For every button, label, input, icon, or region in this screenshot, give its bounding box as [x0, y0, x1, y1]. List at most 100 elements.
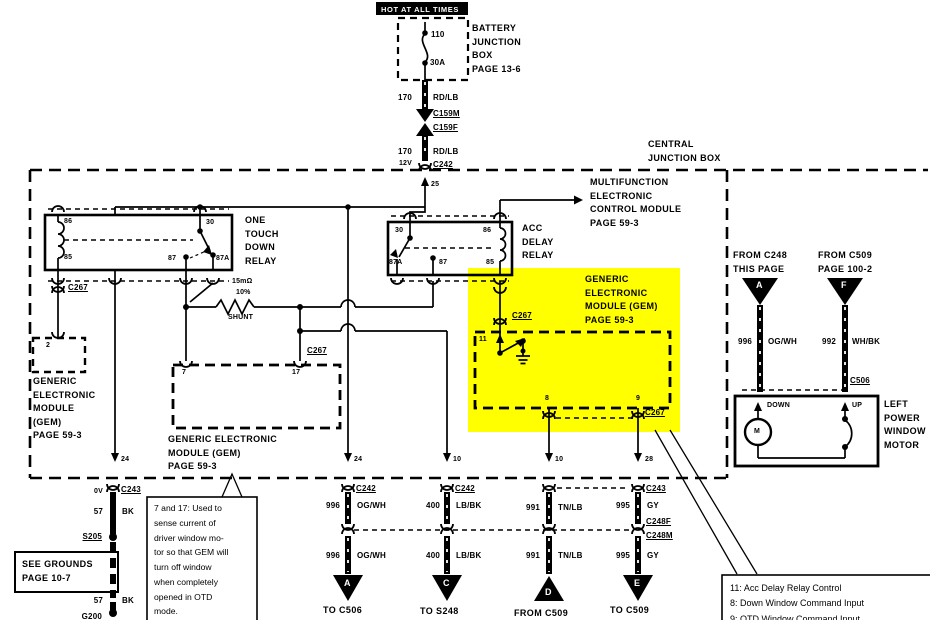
wire-170b-circuit: 170: [398, 147, 412, 156]
wire-996-color-right: OG/WH: [768, 337, 797, 346]
exit-pin-10a: 10: [453, 456, 462, 463]
col-a-conn: C242: [356, 484, 376, 493]
gem-pin-9: 9: [636, 395, 641, 402]
col-e-circuit2: 995: [616, 551, 630, 560]
acc-pin-30: 30: [395, 227, 404, 234]
hot-tag-label: HOT AT ALL TIMES: [381, 5, 459, 14]
col-c-color2: LB/BK: [456, 551, 482, 560]
triangle-e-dest: [623, 575, 653, 601]
see-grounds-box: [14, 551, 119, 593]
conn-c159m: C159M: [433, 109, 460, 118]
col-a-triangle-letter: A: [344, 578, 351, 588]
col-e-color2: GY: [647, 551, 659, 560]
arrowheads: [111, 177, 849, 462]
col-a-circuit2: 996: [326, 551, 340, 560]
otd-pin-85: 85: [64, 254, 73, 261]
wire-57-circuit: 57: [93, 507, 103, 516]
acc-pin-87a: 87A: [389, 259, 403, 266]
gem-main-inner-box: [473, 330, 672, 410]
gem-left-box: [31, 336, 87, 374]
conn-c267-left: C267: [68, 283, 88, 292]
gem-pin-11: 11: [479, 336, 487, 343]
exit-pin-10b: 10: [555, 456, 564, 463]
pin-25: 25: [431, 181, 440, 188]
wire-170-color: RD/LB: [433, 93, 459, 102]
voltage-0v: 0V: [94, 488, 103, 495]
central-junction-box-label: CENTRAL JUNCTION BOX: [648, 139, 721, 163]
c159-connector-symbol: [416, 109, 434, 136]
motor-m: M: [754, 428, 761, 435]
col-d-circuit: 991: [526, 503, 540, 512]
gem-mid-label: GENERIC ELECTRONIC MODULE (GEM) PAGE 59-…: [168, 434, 278, 471]
window-motor-label: LEFT POWER WINDOW MOTOR: [884, 399, 926, 450]
col-d-color2: TN/LB: [558, 551, 583, 560]
triangle-a-source: [742, 278, 778, 305]
col-a-color2: OG/WH: [357, 551, 386, 560]
col-e-conn-f: C248F: [646, 517, 672, 526]
wire-996-circuit-right: 996: [738, 337, 752, 346]
conn-c243-left: C243: [121, 485, 141, 494]
central-junction-box-border: [28, 168, 928, 480]
conn-c242-top: C242: [433, 160, 453, 169]
col-c-circuit2: 400: [426, 551, 440, 560]
wire-992-color: WH/BK: [852, 337, 881, 346]
col-d-triangle-letter: D: [545, 587, 552, 597]
gem-pin-8: 8: [545, 395, 550, 402]
net-triangles: [333, 278, 863, 601]
splice-s205: S205: [82, 532, 102, 541]
solid-boxes: [14, 213, 930, 620]
wire-992-circuit: 992: [822, 337, 836, 346]
fuse-rating: 30A: [430, 58, 446, 67]
triangle-d-source: [534, 576, 564, 601]
acc-pin-86: 86: [483, 227, 492, 234]
col-d-circuit2: 991: [526, 551, 540, 560]
note-sense-text: 7 and 17: Used to sense current of drive…: [154, 503, 229, 617]
triangle-f-letter: F: [841, 280, 847, 290]
col-c-conn: C242: [455, 484, 475, 493]
motor-up-label: UP: [852, 402, 863, 409]
otd-pin-87: 87: [168, 255, 177, 262]
conn-c159f: C159F: [433, 123, 459, 132]
wire-170-circuit: 170: [398, 93, 412, 102]
acc-pin-85: 85: [486, 259, 495, 266]
wire-57b-circuit: 57: [93, 596, 103, 605]
shunt-name: SHUNT: [228, 314, 254, 321]
exit-pin-24-left: 24: [121, 456, 130, 463]
col-e-dest: TO C509: [610, 605, 650, 615]
col-a-circuit: 996: [326, 501, 340, 510]
motor-symbol: [743, 417, 773, 447]
col-e-color: GY: [647, 501, 659, 510]
note-pins-box: [721, 574, 930, 620]
gem-highlight-box: [468, 268, 680, 432]
otd-pin-87a: 87A: [216, 255, 230, 262]
col-a-color: OG/WH: [357, 501, 386, 510]
acc-delay-relay-box: [386, 220, 514, 277]
col-c-dest: TO S248: [420, 606, 459, 616]
relay-contact-dashes: [189, 250, 207, 259]
note-sense-box: [146, 496, 258, 620]
from-c248-label: FROM C248 THIS PAGE: [733, 250, 788, 274]
motor-down-label: DOWN: [767, 402, 790, 409]
one-touch-relay-box: [43, 213, 234, 272]
acc-pin-87: 87: [439, 259, 448, 266]
col-c-circuit: 400: [426, 501, 440, 510]
exit-pin-28: 28: [645, 456, 654, 463]
cable-white-ticks: [347, 82, 846, 572]
socket-dashed-lines: [48, 208, 845, 531]
col-e-conn: C243: [646, 484, 666, 493]
one-touch-relay-label: ONE TOUCH DOWN RELAY: [245, 215, 279, 266]
col-c-color: LB/BK: [456, 501, 482, 510]
otd-pin-86: 86: [64, 218, 73, 225]
wire-57b-color: BK: [122, 596, 134, 605]
leader-lines: [221, 429, 758, 575]
conn-c267-gem-top: C267: [512, 311, 532, 320]
col-e-circuit: 995: [616, 501, 630, 510]
note-pins-text: 11: Acc Delay Relay Control 8: Down Wind…: [730, 583, 865, 620]
gem-mid-pin-7: 7: [182, 369, 187, 376]
col-a-dest: TO C506: [323, 605, 363, 615]
battery-box-label: BATTERY JUNCTION BOX PAGE 13-6: [472, 23, 522, 74]
gem-mid-box: [171, 363, 342, 430]
conn-c506: C506: [850, 376, 870, 385]
acc-relay-label: ACC DELAY RELAY: [522, 223, 554, 260]
